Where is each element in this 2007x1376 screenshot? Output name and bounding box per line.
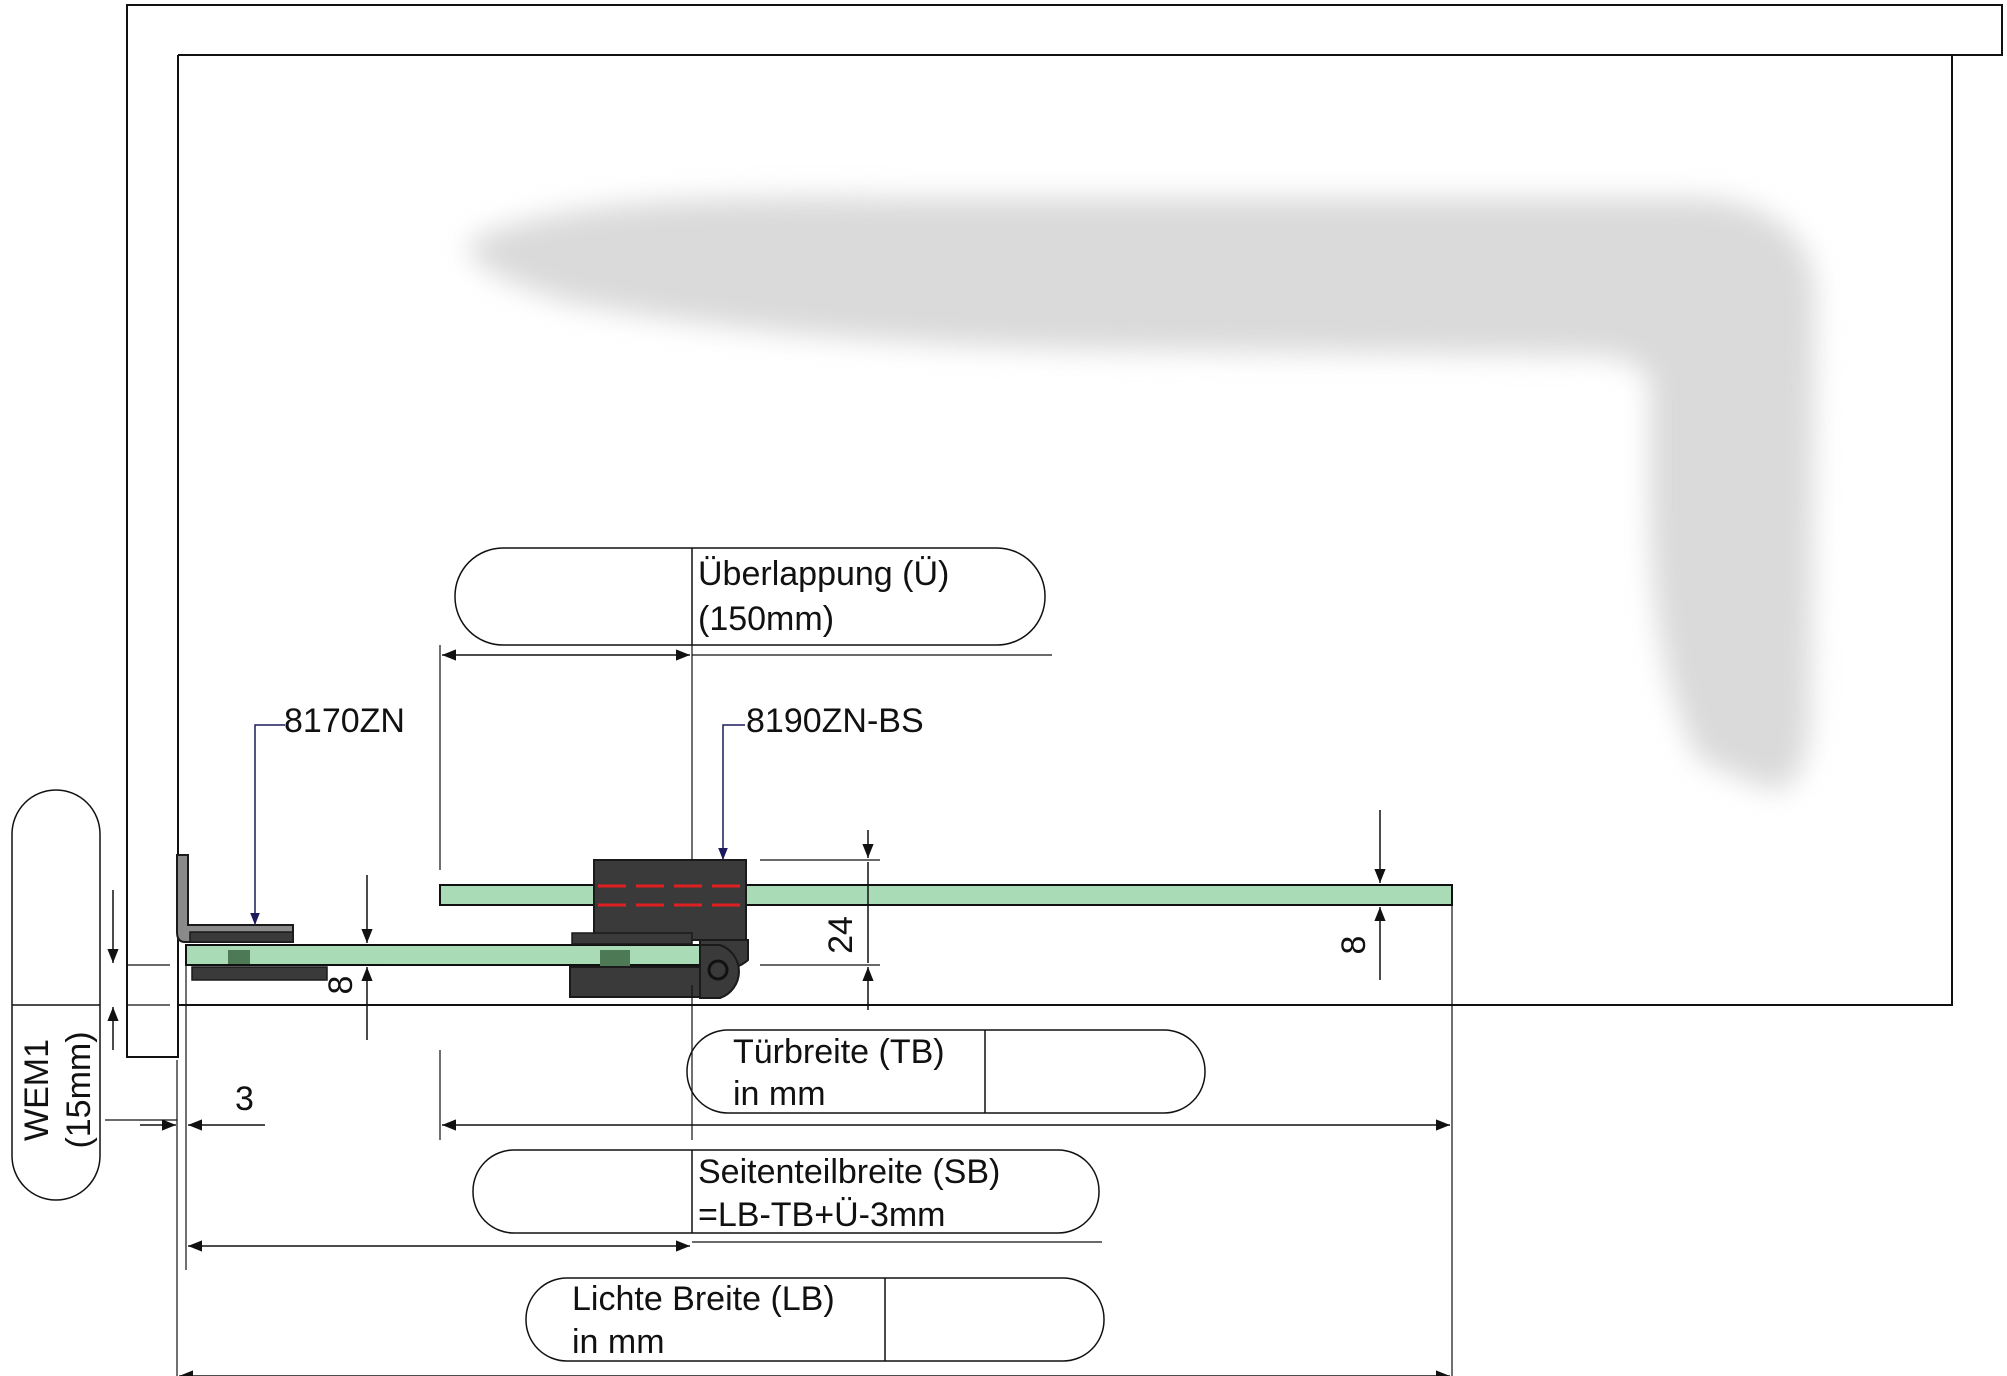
wall-clamp-8170zn [176,854,328,981]
glass-thickness-left-label: 8 [322,976,360,995]
dimension-lines [107,649,1450,1376]
hinge-8190zn-bs [569,859,749,999]
gap-3-label: 3 [235,1080,254,1118]
side-panel-title: Seitenteilbreite (SB) [698,1153,1000,1191]
leader-8170zn [250,724,285,925]
door-width-input-box[interactable] [686,1029,1206,1114]
clear-width-unit: in mm [572,1323,665,1361]
side-panel-formula: =LB-TB+Ü-3mm [698,1196,946,1234]
wall-profile-label-line2: (15mm) [60,1031,98,1148]
overlap-title: Überlappung (Ü) [698,555,949,593]
height-24-label: 24 [822,916,860,954]
door-width-unit: in mm [733,1075,826,1113]
glass-thickness-right-label: 8 [1335,936,1373,955]
overlap-input-box[interactable] [454,547,1046,646]
clear-width-input-box[interactable] [525,1277,1105,1362]
clear-width-title: Lichte Breite (LB) [572,1280,835,1318]
overlap-value: (150mm) [698,600,834,638]
wall-profile-label-line1: WEM1 [18,1039,56,1141]
leader-8190zn-bs [718,724,745,860]
part-label-8170zn: 8170ZN [284,702,405,740]
part-label-8190zn-bs: 8190ZN-BS [746,702,924,740]
extension-lines [105,645,1453,1376]
side-panel-input-box[interactable] [472,1149,1100,1234]
bathtub-rim-shadow [468,197,1816,790]
side-glass-panel [185,944,727,966]
bathtub-outline [126,4,2003,1058]
door-glass-panel [439,884,1453,906]
door-width-title: Türbreite (TB) [733,1033,945,1071]
wall-profile-box[interactable] [11,789,101,1201]
